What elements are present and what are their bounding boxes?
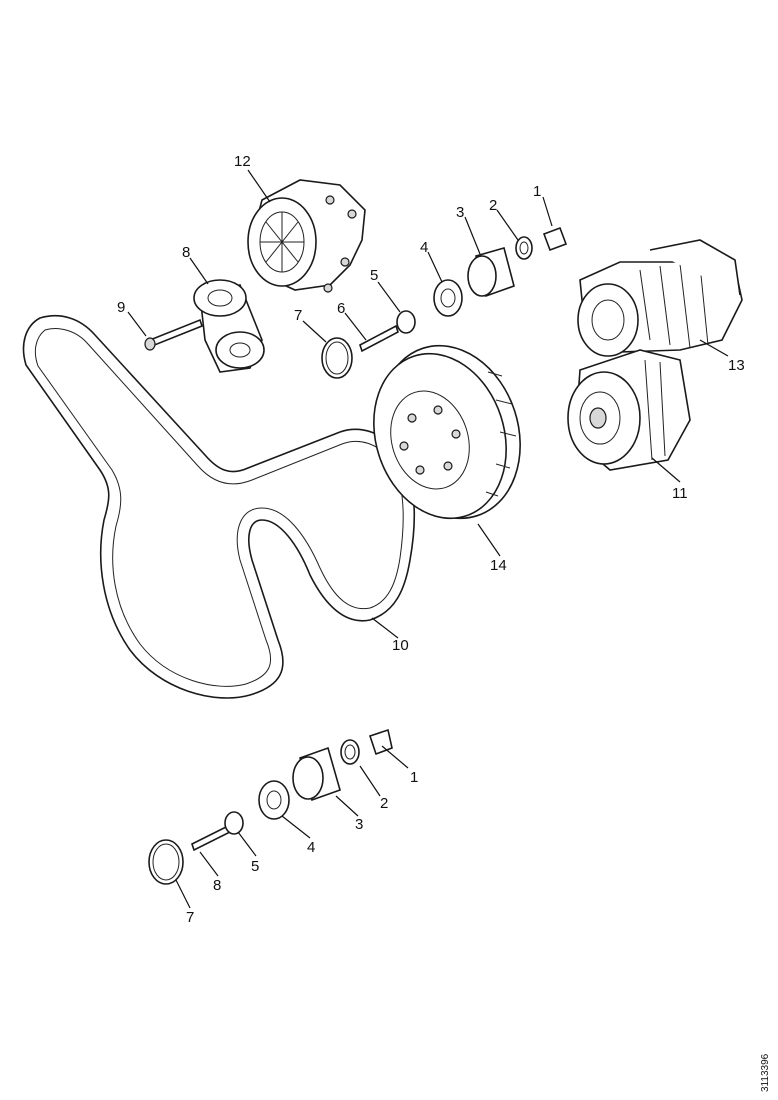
labels-upper: 1 2 3 4 5 6 7 8 9 10 11 12 13 14 xyxy=(117,153,745,654)
label-9-upper: 9 xyxy=(117,299,125,316)
spacer-5-lower xyxy=(224,811,244,835)
washer-2-lower xyxy=(340,739,360,765)
drive-belt xyxy=(22,314,416,699)
label-6-upper: 6 xyxy=(337,300,345,317)
label-13-upper: 13 xyxy=(728,357,745,374)
label-2-upper: 2 xyxy=(489,197,497,214)
crankshaft-pulley xyxy=(373,344,521,520)
ring-7-upper xyxy=(321,337,353,379)
label-3-upper: 3 xyxy=(456,204,464,221)
label-1-lower: 1 xyxy=(410,769,418,786)
label-14-upper: 14 xyxy=(490,557,507,574)
air-compressor xyxy=(577,239,743,357)
label-11-upper: 11 xyxy=(672,485,688,502)
washer-2-upper xyxy=(515,236,533,260)
belt-tensioner xyxy=(193,279,265,373)
bolt-6-upper xyxy=(359,324,399,353)
label-8-lower: 8 xyxy=(213,877,221,894)
label-5-lower: 5 xyxy=(251,858,259,875)
label-12-upper: 12 xyxy=(234,153,251,170)
label-8-upper: 8 xyxy=(182,244,190,261)
label-1-upper: 1 xyxy=(533,183,541,200)
alternator xyxy=(567,349,691,471)
leader-lines xyxy=(127,169,729,909)
label-7-upper: 7 xyxy=(294,307,302,324)
ring-7-lower xyxy=(148,839,184,885)
idler-assembly-lower xyxy=(148,728,393,885)
labels-lower: 1 2 3 4 5 7 8 xyxy=(186,769,418,926)
label-10-upper: 10 xyxy=(392,637,409,654)
tensioner-bolt xyxy=(144,318,203,351)
cap-1-upper xyxy=(542,226,568,252)
bearing-4-lower xyxy=(258,780,290,820)
cap-1-lower xyxy=(368,728,393,756)
bolt-8-lower xyxy=(191,824,231,852)
label-4-upper: 4 xyxy=(420,239,428,256)
label-7-lower: 7 xyxy=(186,909,194,926)
label-2-lower: 2 xyxy=(380,795,388,812)
idler-assembly-upper xyxy=(321,226,568,379)
spacer-5-upper xyxy=(396,310,416,334)
bearing-4-upper xyxy=(433,279,463,317)
water-pump xyxy=(247,179,366,293)
label-3-lower: 3 xyxy=(355,816,363,833)
label-5-upper: 5 xyxy=(370,267,378,284)
label-4-lower: 4 xyxy=(307,839,315,856)
reference-code: 3113396 xyxy=(760,1053,771,1092)
